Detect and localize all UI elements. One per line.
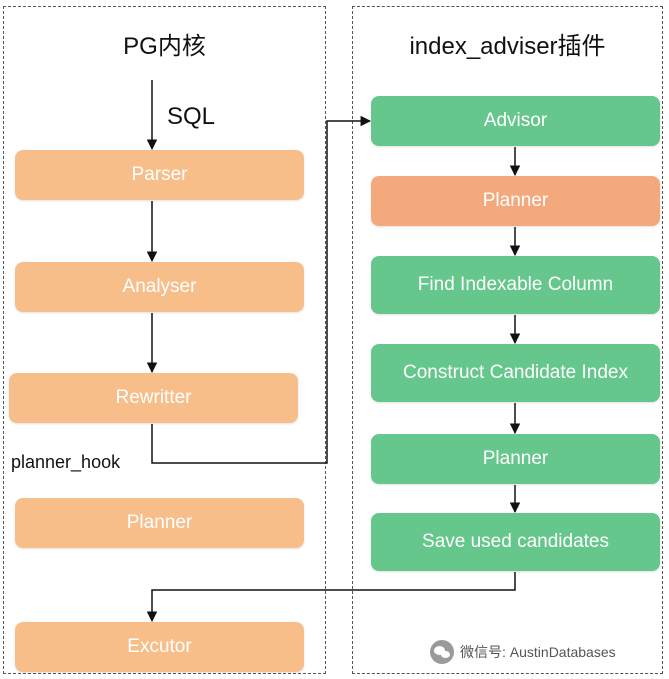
arrow-save-to-excutor: [146, 572, 516, 623]
index-adviser-title: index_adviser插件: [409, 33, 606, 60]
planner-box-right-1: Planner: [371, 176, 660, 226]
excutor-box: Excutor: [15, 622, 304, 672]
advisor-box: Advisor: [371, 96, 660, 146]
wechat-icon: [430, 640, 454, 664]
watermark: 微信号: AustinDatabases: [430, 640, 616, 664]
save-used-candidates-box: Save used candidates: [371, 513, 660, 571]
analyser-box: Analyser: [15, 262, 304, 312]
parser-box: Parser: [15, 150, 304, 200]
planner-box-right-2: Planner: [371, 434, 660, 484]
construct-candidate-index-box: Construct Candidate Index: [371, 344, 660, 402]
index-adviser-panel: [352, 6, 663, 674]
pg-kernel-panel: [3, 6, 326, 674]
planner-hook-label: planner_hook: [11, 452, 121, 472]
find-indexable-column-box: Find Indexable Column: [371, 256, 660, 314]
pg-kernel-title: PG内核: [123, 33, 206, 60]
planner-box-left: Planner: [15, 498, 304, 548]
rewritter-box: Rewritter: [9, 373, 298, 423]
arrow-hook-to-advisor: [151, 115, 372, 464]
watermark-text: 微信号: AustinDatabases: [460, 644, 616, 660]
sql-label: SQL: [167, 103, 216, 130]
